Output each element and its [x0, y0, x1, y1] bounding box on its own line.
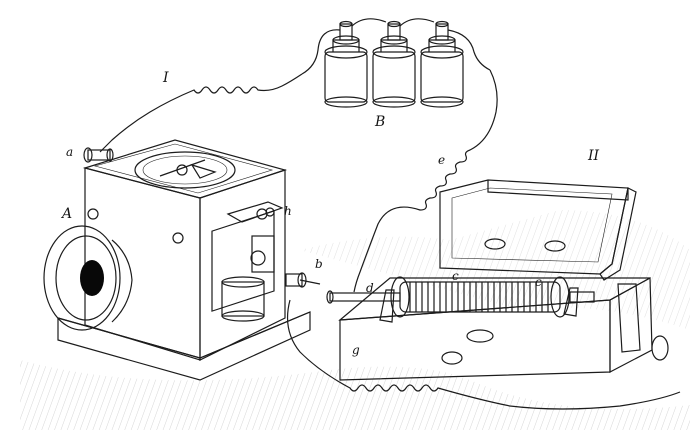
label-b: b — [315, 257, 323, 271]
label-a: a — [66, 145, 73, 159]
transmitter-top-face — [82, 139, 288, 199]
label-g: g — [352, 343, 360, 357]
terminal-b — [285, 272, 307, 288]
receiver-ii — [326, 179, 669, 381]
label-c-left: c — [452, 269, 459, 283]
label-ii: II — [587, 148, 600, 164]
terminal-d — [326, 290, 401, 304]
label-i: I — [162, 70, 169, 86]
terminal-a — [83, 147, 114, 163]
transmitter-mechanism — [211, 201, 284, 322]
label-a-upper: A — [60, 206, 72, 222]
horn-mouthpiece — [43, 225, 133, 331]
labels: I II A B a b c c d e g h — [60, 70, 600, 357]
label-h: h — [284, 204, 292, 218]
wire-i — [99, 73, 303, 153]
wire-e — [353, 69, 498, 293]
label-c-right: c — [535, 275, 542, 289]
wires — [99, 69, 681, 410]
transmitter-side-face — [199, 169, 286, 361]
battery-jar-2 — [372, 20, 416, 108]
transmitter-base — [57, 311, 311, 381]
battery-jar-1 — [324, 20, 368, 108]
label-d: d — [366, 281, 374, 295]
battery-jar-3 — [420, 20, 464, 108]
transmitter-a — [43, 139, 311, 381]
transmitter-dial — [134, 151, 236, 189]
ground-shadow — [20, 210, 690, 430]
battery-b — [301, 18, 491, 108]
label-e: e — [438, 153, 445, 167]
transmitter-front-face — [84, 167, 201, 361]
label-b-upper: B — [374, 114, 385, 130]
wire-g — [287, 299, 681, 410]
